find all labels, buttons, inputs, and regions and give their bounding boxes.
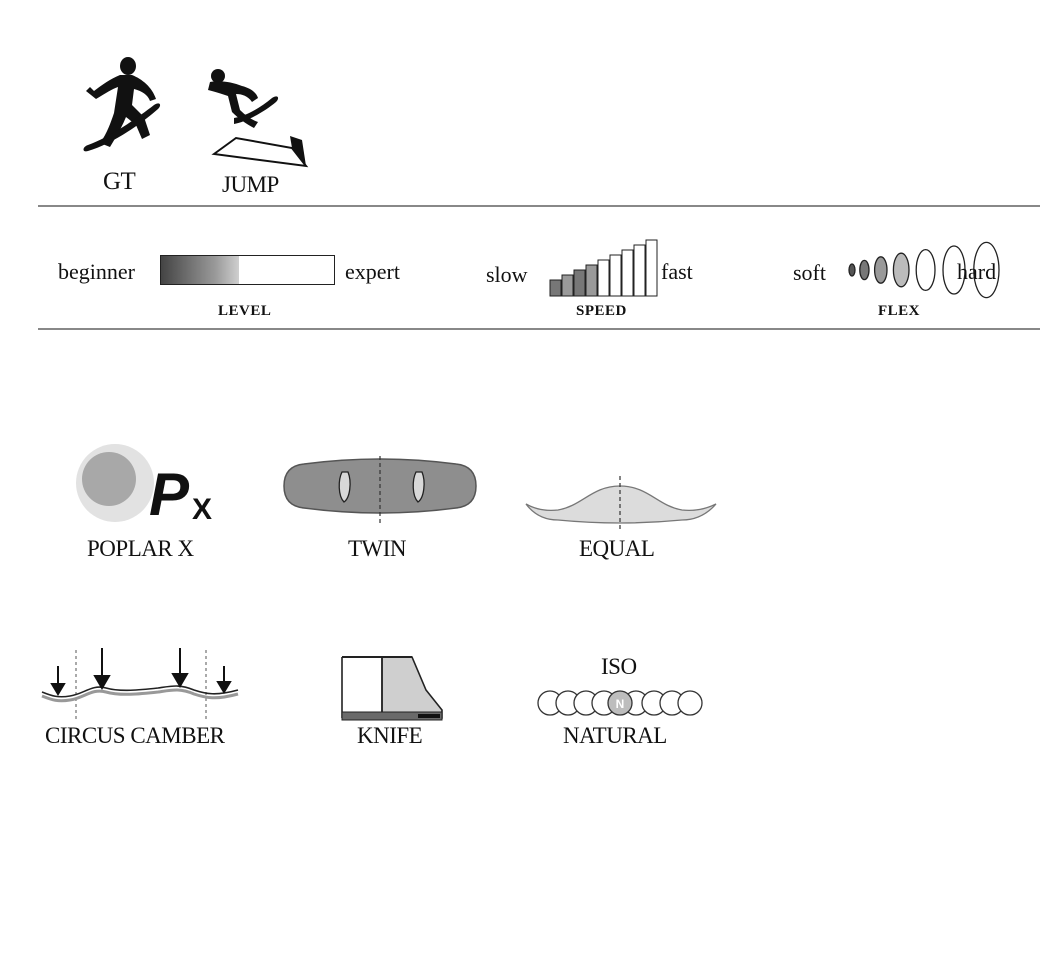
divider-top xyxy=(38,205,1040,207)
speed-meter xyxy=(549,239,658,297)
speed-max-label: fast xyxy=(661,259,693,284)
level-meter-fill xyxy=(161,256,239,284)
riding-style-label: JUMP xyxy=(222,172,279,197)
snowboarder-gt-icon xyxy=(83,57,161,152)
feature-label: CIRCUS CAMBER xyxy=(45,723,225,748)
feature-label: EQUAL xyxy=(579,536,655,561)
speed-bar-empty xyxy=(621,249,634,297)
flex-meter xyxy=(848,241,1000,299)
flex-ring-empty xyxy=(915,248,936,292)
feature-label: NATURAL xyxy=(563,723,667,748)
speed-bar-empty xyxy=(633,244,646,297)
speed-bar-empty xyxy=(645,239,658,297)
poplar-core-icon: P X xyxy=(75,443,220,528)
speed-bar-filled xyxy=(561,274,574,297)
riding-style-label: GT xyxy=(103,168,136,195)
speed-bar-filled xyxy=(573,269,586,297)
divider-bottom xyxy=(38,328,1040,330)
poplar-logo-text: P xyxy=(149,461,190,528)
speed-bar-filled xyxy=(585,264,598,297)
speed-bar-filled xyxy=(549,279,562,297)
speed-min-label: slow xyxy=(486,262,528,287)
knife-edge-icon xyxy=(341,656,443,721)
equal-sidecut-icon xyxy=(525,476,717,532)
flex-min-label: soft xyxy=(793,260,826,285)
speed-bar-empty xyxy=(609,254,622,297)
svg-text:N: N xyxy=(616,697,625,711)
flex-max-label: hard xyxy=(957,259,997,284)
flex-ring-empty xyxy=(942,245,966,295)
snowboarder-jump-icon xyxy=(208,69,309,168)
flex-ring-empty xyxy=(973,241,1000,299)
flex-ring-filled xyxy=(892,252,910,288)
level-title: LEVEL xyxy=(218,303,272,319)
level-max-label: expert xyxy=(345,259,400,284)
twin-board-icon xyxy=(283,456,477,524)
base-top-label: ISO xyxy=(601,654,637,679)
flex-title: FLEX xyxy=(878,303,921,319)
poplar-logo-subtext: X xyxy=(192,493,213,526)
feature-label: TWIN xyxy=(348,536,407,561)
speed-title: SPEED xyxy=(576,303,627,319)
speed-bar-empty xyxy=(597,259,610,297)
level-min-label: beginner xyxy=(58,259,135,284)
flex-ring-filled xyxy=(848,263,856,277)
flex-ring-filled xyxy=(873,256,888,284)
feature-label: POPLAR X xyxy=(87,536,194,561)
level-meter xyxy=(160,255,335,285)
feature-label: KNIFE xyxy=(357,723,423,748)
iso-natural-icon: N xyxy=(537,690,703,716)
circus-camber-icon xyxy=(41,648,239,722)
flex-ring-filled xyxy=(859,259,870,281)
poplar-core-circle-icon xyxy=(76,444,154,522)
